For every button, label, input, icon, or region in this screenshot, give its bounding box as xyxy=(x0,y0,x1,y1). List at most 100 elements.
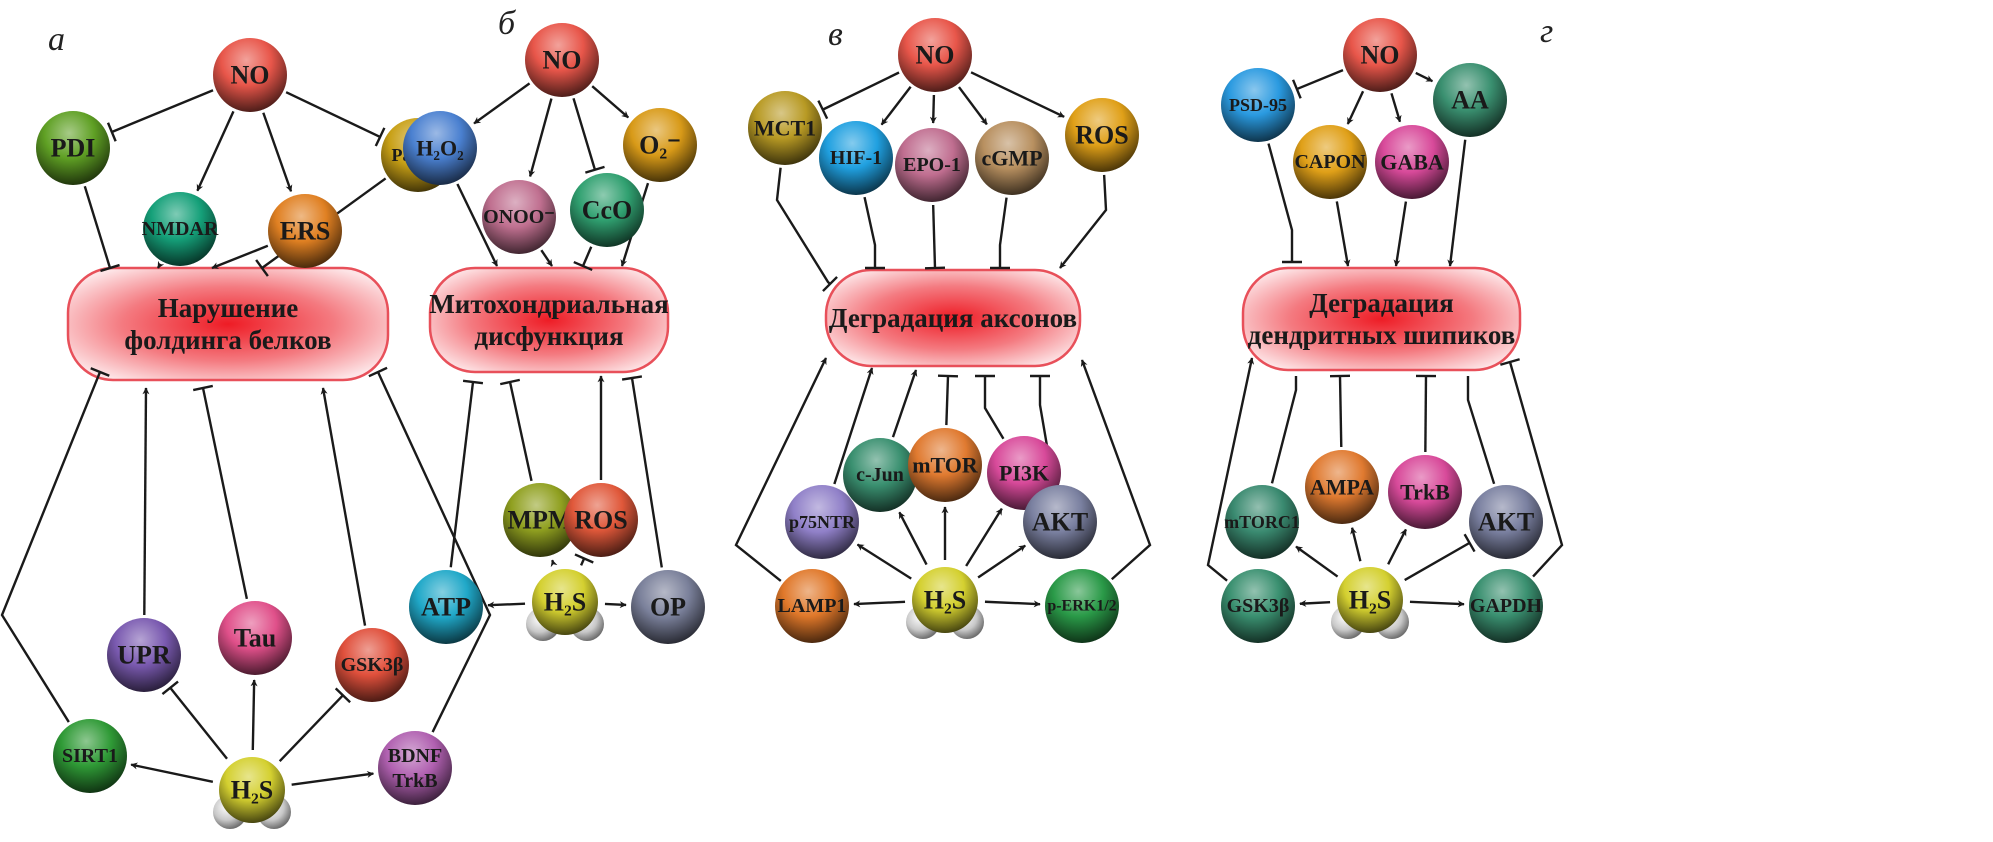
node-label: H₂S xyxy=(231,776,273,805)
node-epo1: EPO-1 xyxy=(895,128,969,202)
inhibition-edge xyxy=(572,97,597,171)
node-gsk3b: GSK3β xyxy=(335,628,409,702)
activation-arrow xyxy=(456,183,499,267)
activation-arrow xyxy=(604,601,627,609)
node-no: NO xyxy=(1343,18,1417,92)
sphere-icon xyxy=(532,569,598,635)
sphere-icon xyxy=(1305,450,1379,524)
activation-arrow xyxy=(1350,527,1362,562)
node-label: ONOO⁻ xyxy=(483,206,555,228)
node-label: PSD-95 xyxy=(1229,95,1287,115)
node-label: GABA xyxy=(1380,150,1444,175)
inhibition-edge xyxy=(998,197,1008,268)
node-h2s: H₂S xyxy=(526,569,604,641)
node-pdi: PDI xyxy=(36,111,110,185)
activation-arrow xyxy=(540,249,553,267)
sphere-icon xyxy=(378,731,452,805)
sphere-icon xyxy=(503,483,577,557)
activation-arrow xyxy=(320,387,367,626)
node-label: PDI xyxy=(51,134,96,163)
activation-arrow xyxy=(550,559,558,568)
activation-arrow xyxy=(262,112,293,193)
panel-letter: а xyxy=(48,21,65,58)
sphere-icon xyxy=(895,128,969,202)
node-label: H₂S xyxy=(1349,586,1391,615)
sphere-icon xyxy=(482,180,556,254)
sphere-icon xyxy=(218,601,292,675)
activation-arrow xyxy=(591,85,630,119)
inhibition-bar xyxy=(334,687,351,704)
activation-arrow xyxy=(853,600,906,608)
outcome-box-shape xyxy=(428,266,670,374)
inhibition-bar xyxy=(573,260,593,272)
inhibition-bar xyxy=(374,127,386,147)
edges xyxy=(449,82,663,609)
node-label: p-ERK1/2 xyxy=(1047,598,1116,615)
inhibition-edge xyxy=(863,196,877,268)
inhibition-edge xyxy=(83,185,112,269)
inhibition-bar xyxy=(368,366,388,378)
outcome-box-label: фолдинга белков xyxy=(124,325,331,355)
sphere-icon xyxy=(1433,63,1507,137)
node-mpm: MPM xyxy=(503,483,577,557)
node-label: H₂S xyxy=(544,588,586,617)
node-label: mTOR xyxy=(912,453,979,478)
inhibition-edge xyxy=(945,375,950,426)
node-h2s: H₂S xyxy=(906,567,984,639)
panel-b: МитохондриальнаядисфункцияNOH₂O₂ONOO⁻CcO… xyxy=(403,5,705,644)
sphere-icon xyxy=(570,173,644,247)
activation-arrow xyxy=(250,679,258,751)
activation-arrow xyxy=(291,770,375,786)
sphere-icon xyxy=(1343,18,1417,92)
node-akt: AKT xyxy=(1469,485,1543,559)
inhibition-edge xyxy=(1270,376,1298,484)
activation-arrow xyxy=(1390,92,1402,123)
node-ros: ROS xyxy=(564,483,638,557)
node-p75ntr: p75NTR xyxy=(785,485,859,559)
inhibition-bar xyxy=(255,259,269,277)
node-label: NO xyxy=(916,41,955,70)
sphere-icon xyxy=(53,719,127,793)
node-cgmp: cGMP xyxy=(975,121,1049,195)
inhibition-edge xyxy=(931,204,937,269)
node-label: UPR xyxy=(117,641,171,670)
inhibition-edge xyxy=(630,377,663,568)
outcome-box-label: Деградация xyxy=(1309,288,1454,318)
activation-arrow xyxy=(1387,528,1408,565)
sphere-icon xyxy=(213,38,287,112)
panel-letter: б xyxy=(498,5,517,42)
node-psd95: PSD-95 xyxy=(1221,68,1295,142)
node-label: CcO xyxy=(582,196,633,225)
node-perk: p-ERK1/2 xyxy=(1045,569,1119,643)
inhibition-edge xyxy=(111,89,214,134)
node-label: OP xyxy=(650,593,686,622)
activation-arrow xyxy=(891,369,918,438)
inhibition-edge xyxy=(822,71,900,111)
node-label: PI3K xyxy=(999,461,1049,486)
inhibition-edge xyxy=(278,694,344,762)
node-upr: UPR xyxy=(107,618,181,692)
activation-arrow xyxy=(1295,545,1339,578)
node-trkb: TrkB xyxy=(1388,455,1462,529)
outcome-box: Деградация аксонов xyxy=(824,268,1082,368)
node-label: BDNF xyxy=(388,745,442,767)
node-capon: CAPON xyxy=(1293,125,1367,199)
sphere-icon xyxy=(1337,567,1403,633)
activation-arrow xyxy=(734,357,828,582)
activation-arrow xyxy=(1447,139,1467,267)
node-mtor: mTOR xyxy=(908,428,982,502)
inhibition-edge xyxy=(579,557,586,566)
node-mtorc1: mTORC1 xyxy=(1224,485,1300,559)
inhibition-bar xyxy=(100,263,120,273)
inhibition-bar xyxy=(585,165,605,174)
node-gapdh: GAPDH xyxy=(1469,569,1543,643)
activation-arrow xyxy=(1415,71,1434,83)
activation-arrow xyxy=(196,110,235,192)
sphere-icon xyxy=(268,194,342,268)
inhibition-bar xyxy=(574,553,594,564)
